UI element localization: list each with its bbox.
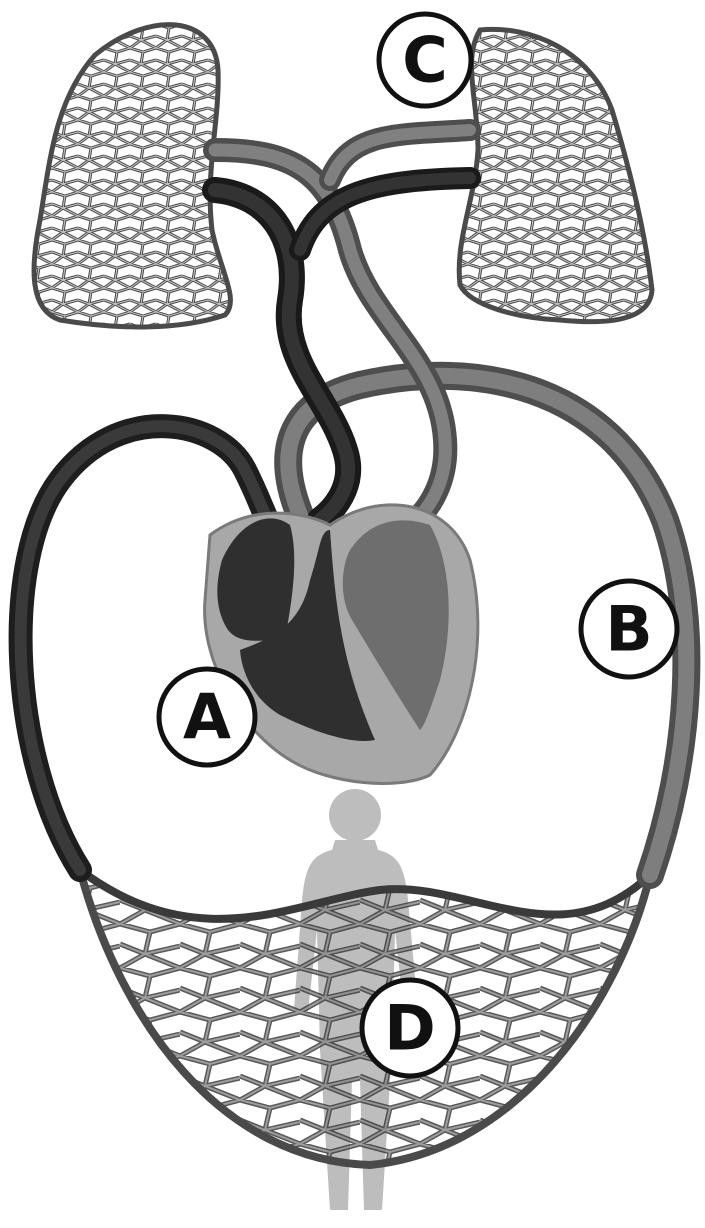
left-lung [34,25,230,327]
label-c-text: C [402,24,448,97]
label-b: B [581,581,677,677]
label-a-text: A [183,681,231,754]
label-d: D [362,980,458,1076]
label-d-text: D [384,992,435,1065]
label-c: C [379,14,471,106]
label-b-text: B [605,593,652,666]
right-lung [459,29,652,321]
label-a: A [159,669,255,765]
